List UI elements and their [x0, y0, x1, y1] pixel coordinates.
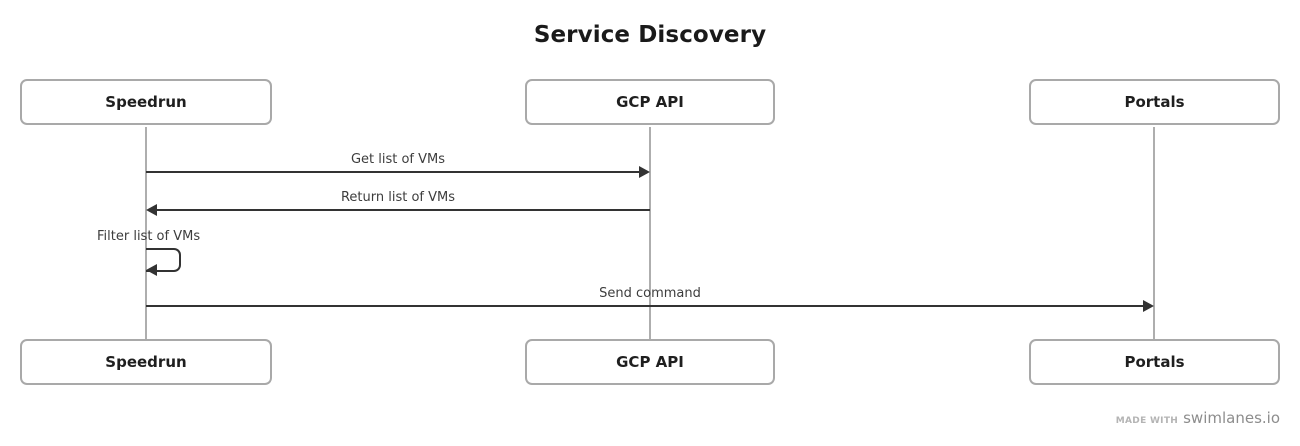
arrowhead-right-icon-send-command: [1143, 300, 1154, 312]
participant-label-gcp-api-bottom: GCP API: [616, 353, 684, 371]
participant-box-portals-top[interactable]: Portals: [1029, 79, 1280, 125]
participant-box-gcp-api-bottom[interactable]: GCP API: [525, 339, 775, 385]
participant-label-speedrun-bottom: Speedrun: [105, 353, 187, 371]
page-title: Service Discovery: [533, 22, 767, 48]
participant-label-portals-bottom: Portals: [1124, 353, 1185, 371]
footer-made-with-label: Made with: [1115, 416, 1179, 426]
arrowhead-right-icon-get-list-of-vms: [639, 166, 650, 178]
message-label-filter-list-of-vms: Filter list of VMs: [97, 229, 201, 244]
participant-box-gcp-api-top[interactable]: GCP API: [525, 79, 775, 125]
message-label-send-command: Send command: [599, 286, 701, 301]
message-label-get-list-of-vms: Get list of VMs: [350, 152, 446, 167]
arrowhead-left-icon-filter-list-of-vms: [146, 264, 157, 276]
participant-label-gcp-api-top: GCP API: [616, 93, 684, 111]
arrowhead-left-icon-return-list-of-vms: [146, 204, 157, 216]
footer-credit[interactable]: Made with swimlanes.io: [1116, 409, 1280, 427]
participant-box-speedrun-bottom[interactable]: Speedrun: [20, 339, 272, 385]
message-line-get-list-of-vms[interactable]: [146, 171, 640, 173]
message-label-return-list-of-vms: Return list of VMs: [340, 190, 456, 205]
lifeline-speedrun: [145, 127, 147, 341]
lifeline-portals: [1153, 127, 1155, 341]
participant-box-speedrun-top[interactable]: Speedrun: [20, 79, 272, 125]
lifeline-gcp-api: [649, 127, 651, 341]
participant-label-portals-top: Portals: [1124, 93, 1185, 111]
participant-label-speedrun-top: Speedrun: [105, 93, 187, 111]
self-message-loop-filter-list-of-vms[interactable]: [146, 248, 181, 272]
message-line-send-command[interactable]: [146, 305, 1144, 307]
footer-brand-link[interactable]: swimlanes.io: [1183, 409, 1280, 427]
participant-box-portals-bottom[interactable]: Portals: [1029, 339, 1280, 385]
message-line-return-list-of-vms[interactable]: [157, 209, 650, 211]
